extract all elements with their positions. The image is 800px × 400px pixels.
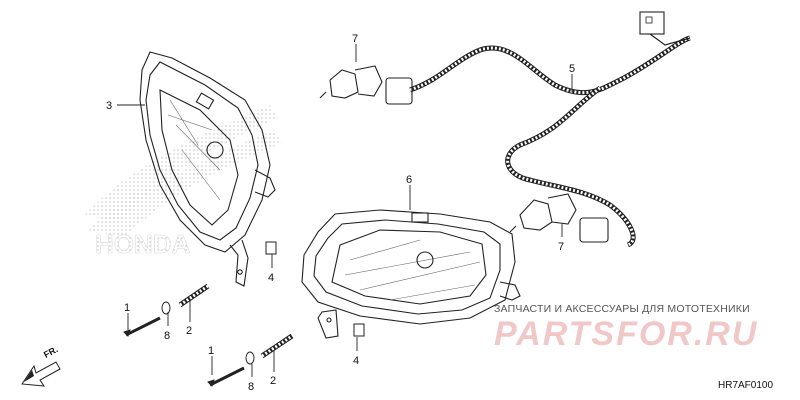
partsfor-logo-watermark: PARTSFOR.RU: [494, 315, 759, 353]
callout-7-upper: 7: [352, 33, 358, 45]
bulb-upper: [319, 65, 383, 99]
callout-1-lower: 1: [208, 345, 214, 357]
callout-2-lower: 2: [270, 375, 276, 387]
leader-lines: [117, 44, 573, 377]
headlight-right: [301, 209, 521, 339]
callout-4-lower: 4: [353, 355, 359, 367]
callout-8-upper: 8: [164, 330, 170, 342]
callout-1-upper: 1: [124, 302, 130, 314]
callout-4-upper: 4: [268, 272, 274, 284]
callout-7-lower: 7: [558, 241, 564, 253]
bulb-lower: [509, 193, 577, 233]
hardware-upper: [123, 241, 277, 337]
wire-harness: [385, 11, 691, 248]
front-direction-arrow-icon: [21, 361, 61, 387]
callout-5: 5: [569, 63, 575, 75]
callout-3: 3: [106, 100, 112, 112]
honda-brand-watermark: HONDA: [95, 229, 191, 259]
callout-6: 6: [406, 174, 412, 186]
honda-wing-watermark: HONDA: [85, 105, 282, 259]
callout-2-upper: 2: [186, 325, 192, 337]
hardware-lower: [207, 323, 365, 387]
promo-text: ЗАПЧАСТИ И АКСЕССУАРЫ ДЛЯ МОТОТЕХНИКИ: [494, 303, 750, 315]
callout-8-lower: 8: [248, 381, 254, 393]
diagram-code: HR7AF0100: [718, 380, 774, 391]
headlight-left: [139, 51, 276, 287]
